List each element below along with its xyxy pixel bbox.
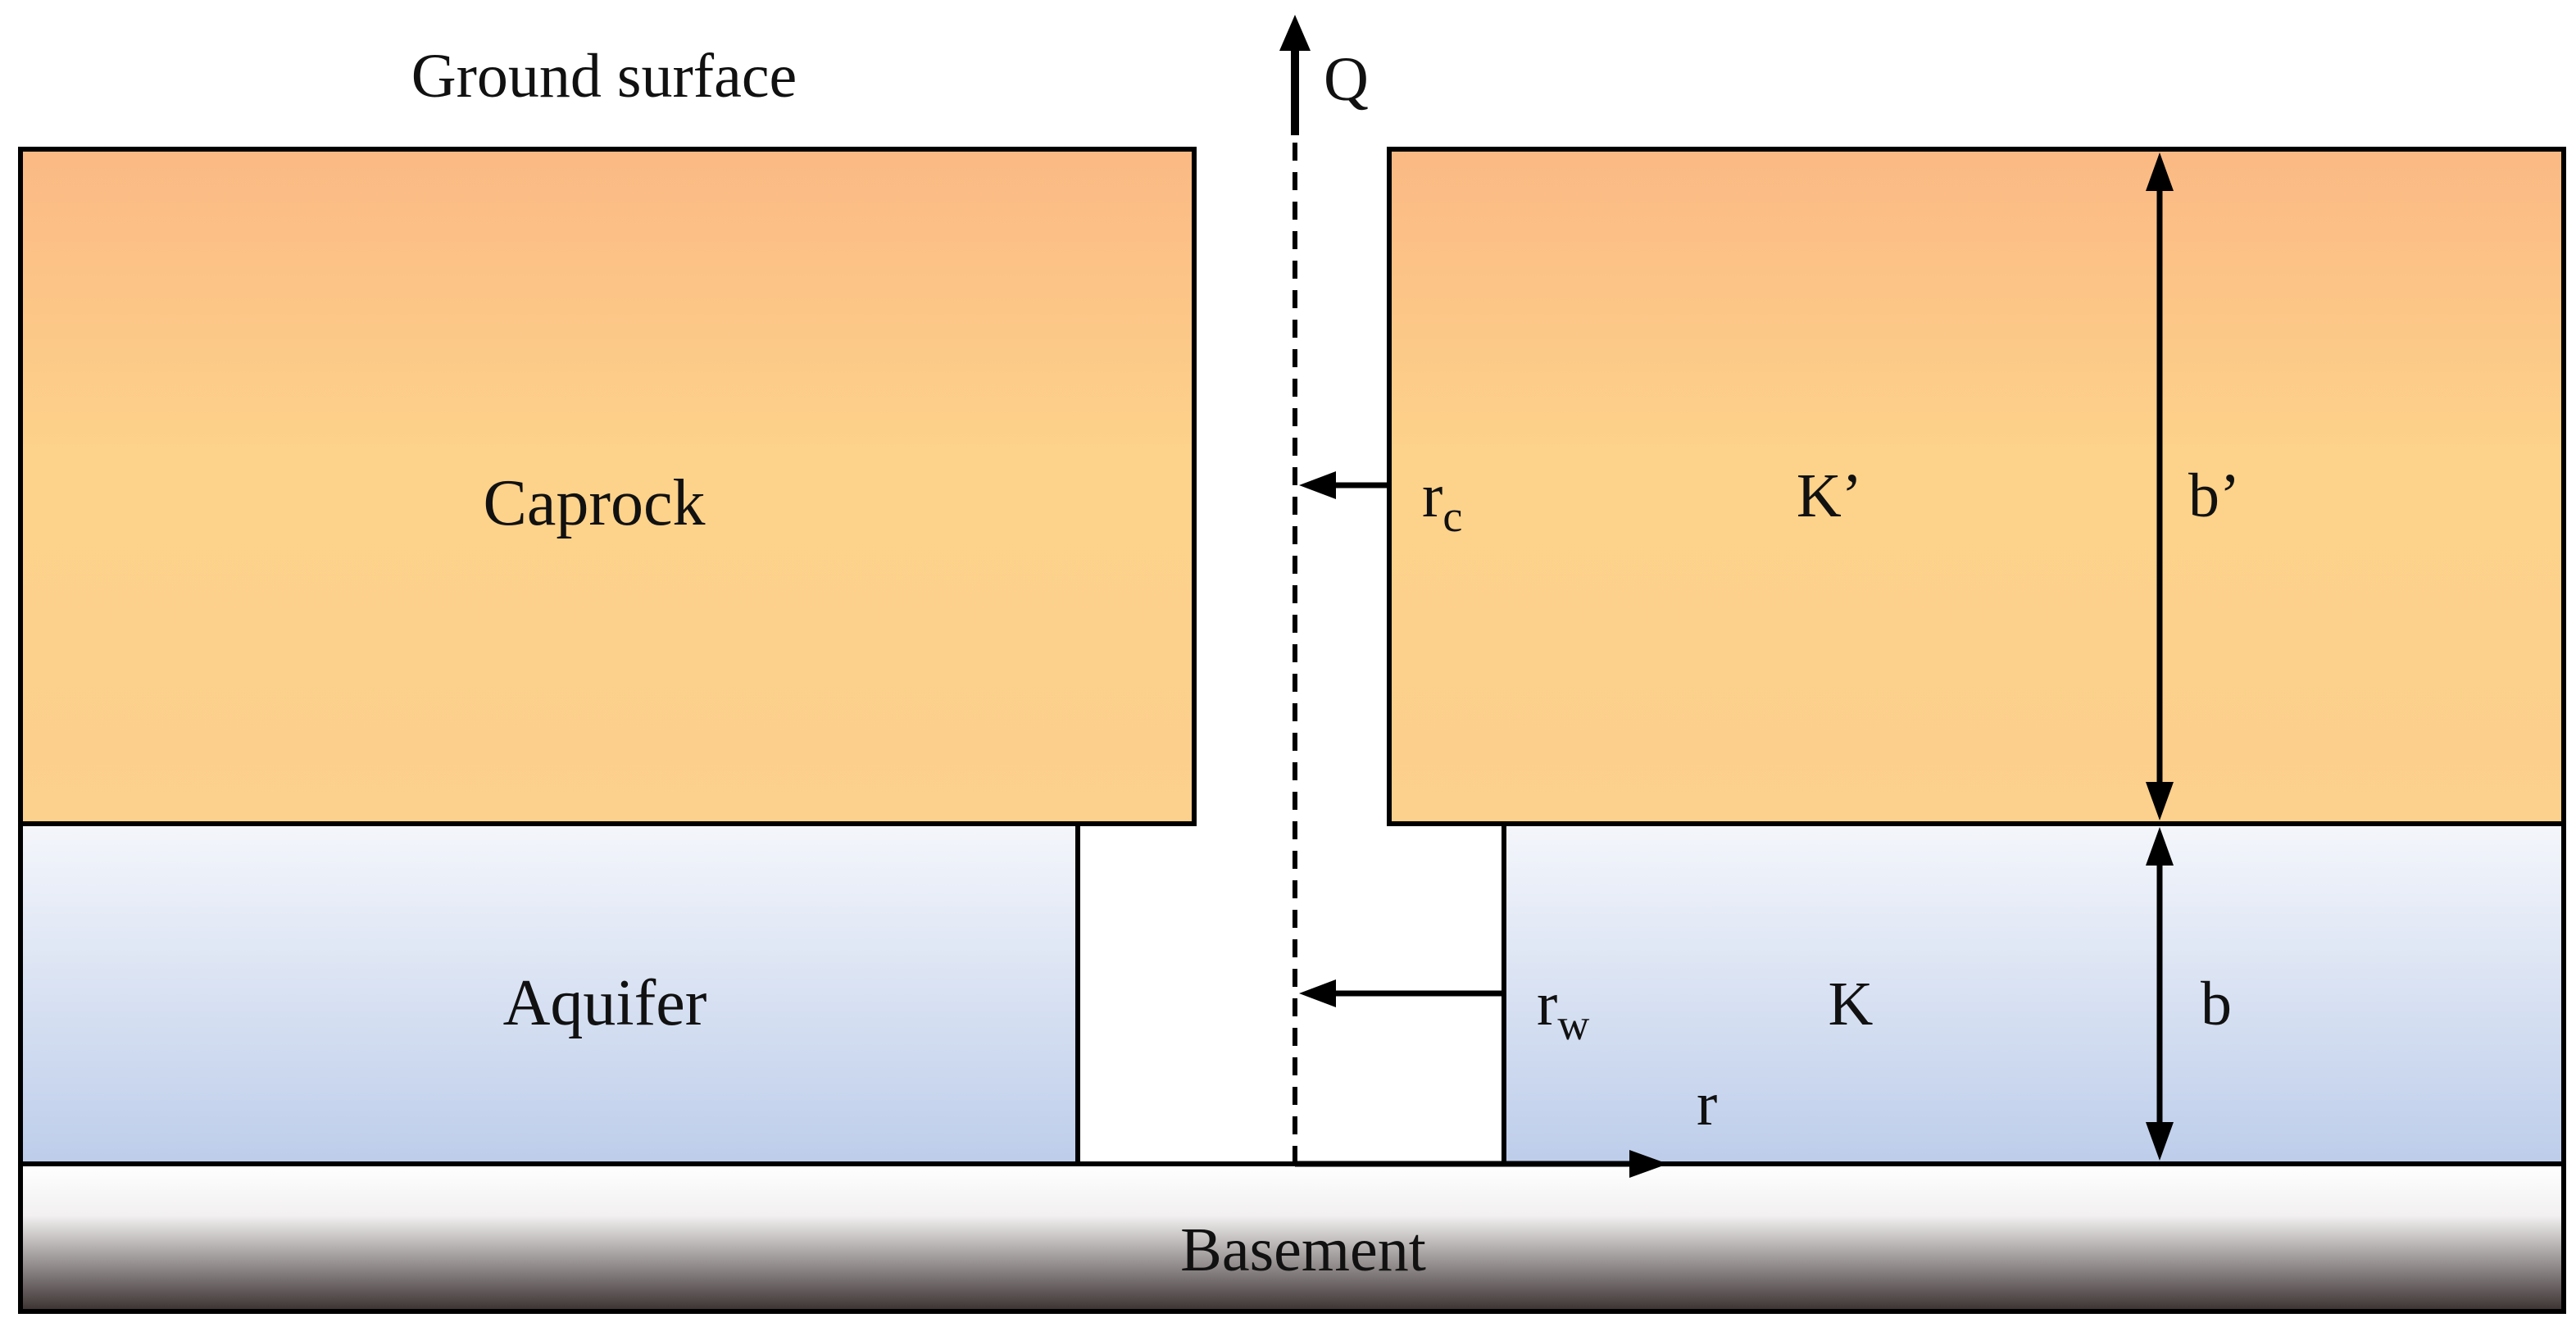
caprock-thickness-bottom-arrowhead — [2146, 782, 2174, 820]
caprock-radius-label: rc — [1422, 461, 1462, 541]
caprock-thickness-top-arrowhead — [2146, 152, 2174, 191]
flow-label: Q — [1324, 45, 1369, 114]
aquifer-label: Aquifer — [503, 967, 707, 1039]
radial-axis-label: r — [1697, 1070, 1717, 1138]
caprock-label: Caprock — [483, 467, 705, 539]
basement-label: Basement — [1180, 1216, 1426, 1284]
caprock-radius-arrowhead — [1299, 471, 1336, 499]
well-radius-label: rw — [1537, 970, 1589, 1049]
flow-arrow-head — [1279, 15, 1311, 51]
caprock-thickness-label: b’ — [2188, 461, 2240, 530]
caprock-radius-base: r — [1422, 461, 1442, 530]
basement-layer — [18, 1161, 2566, 1314]
aquifer-layer-right — [1502, 821, 2566, 1166]
aquifer-thickness-bottom-arrowhead — [2146, 1122, 2174, 1161]
caprock-layer-left — [18, 147, 1197, 826]
caprock-layer-right — [1387, 147, 2566, 826]
well-radius-subscript: w — [1557, 1000, 1589, 1049]
caprock-radius-subscript: c — [1442, 492, 1462, 541]
ground-surface-label: Ground surface — [411, 42, 797, 111]
well-radius-base: r — [1537, 970, 1557, 1038]
aquifer-layer-left — [18, 821, 1080, 1166]
radial-axis-arrowhead — [1629, 1150, 1668, 1178]
well-radius-arrowhead — [1299, 979, 1336, 1007]
aquifer-conductivity-label: K — [1829, 970, 1874, 1038]
caprock-conductivity-label: K’ — [1797, 461, 1862, 530]
aquifer-thickness-top-arrowhead — [2146, 827, 2174, 866]
aquifer-thickness-label: b — [2201, 970, 2232, 1038]
